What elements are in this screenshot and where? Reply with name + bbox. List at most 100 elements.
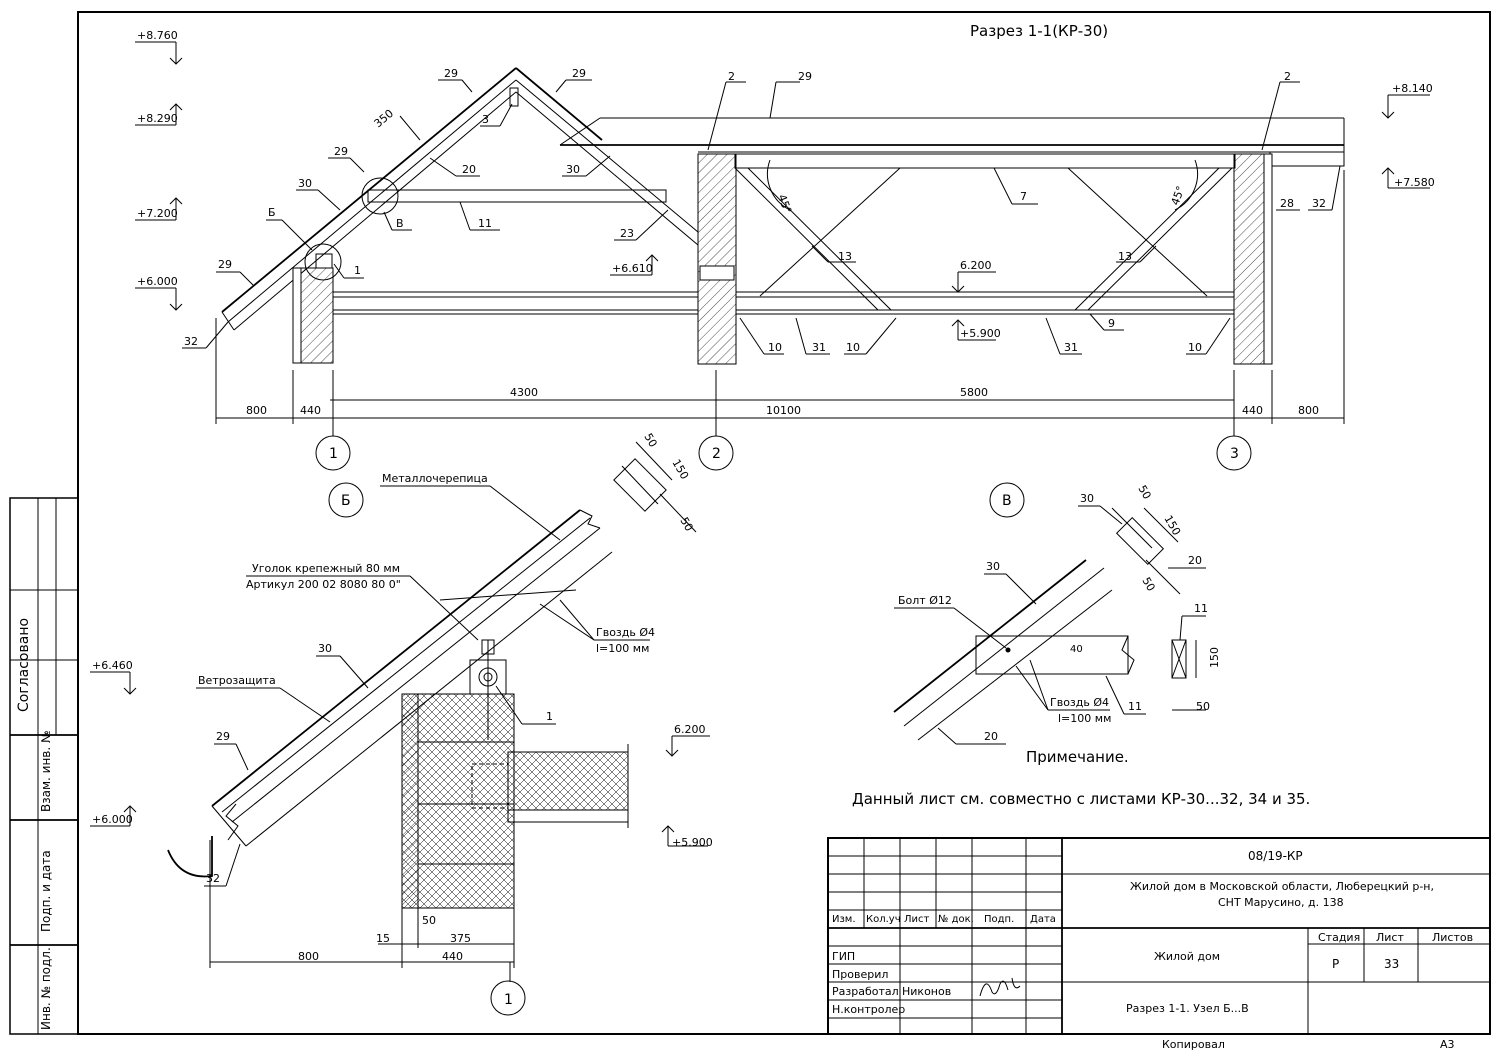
elevation-marks: +8.760 +8.290 +7.200 +6.000 +6.610 +8.14… — [135, 29, 1435, 341]
grid-axes: 1 2 3 — [315, 424, 1252, 471]
node-v-marker: В — [1002, 493, 1012, 509]
node-v-d40: 40 — [1070, 644, 1083, 655]
tb-developed: Разработал — [832, 985, 899, 998]
node-b-dim-440: 440 — [442, 950, 463, 963]
callout-29-b: 29 — [572, 67, 586, 80]
callout-10-c: 10 — [1188, 341, 1202, 354]
node-v-sec11-150: 150 — [1208, 647, 1221, 668]
elev-7200: +7.200 — [137, 207, 178, 220]
callout-v-marker: В — [396, 217, 404, 230]
node-b-c1: 1 — [546, 710, 553, 723]
tb-norm: Н.контролер — [832, 1003, 905, 1016]
tb-col-list: Лист — [904, 914, 930, 925]
node-v-sec30: 30 — [1080, 492, 1094, 505]
callout-20: 20 — [462, 163, 476, 176]
tb-doc-code: 08/19-КР — [1248, 849, 1303, 863]
callout-2-a: 2 — [728, 70, 735, 83]
node-b-wind: Ветрозащита — [198, 674, 276, 687]
tb-col-data: Дата — [1030, 914, 1056, 925]
node-v-c11: 11 — [1128, 700, 1142, 713]
node-b-sec-150: 150 — [669, 457, 691, 482]
node-b: Б Металлочерепица 50 15 — [90, 431, 713, 1016]
title-block: Изм. Кол.уч Лист № док. Подп. Дата ГИП П… — [827, 837, 1491, 1051]
elev-6610: +6.610 — [612, 262, 653, 275]
tb-gip: ГИП — [832, 950, 855, 963]
tb-col-kol: Кол.уч — [866, 914, 901, 925]
node-v-nail-2: l=100 мм — [1058, 712, 1111, 725]
callout-10-b: 10 — [846, 341, 860, 354]
callouts-main: 29 29 29 29 29 350 3 20 30 30 Б В 11 23 … — [182, 67, 1341, 355]
callout-30-a: 30 — [298, 177, 312, 190]
axis-3: 3 — [1230, 446, 1239, 462]
tb-sheet-no: 33 — [1384, 957, 1399, 971]
tb-sheet-title: Разрез 1-1. Узел Б...В — [1126, 1002, 1249, 1015]
gable-roof — [221, 67, 699, 331]
elev-8290: +8.290 — [137, 112, 178, 125]
callout-11: 11 — [478, 217, 492, 230]
dim-440-left: 440 — [300, 404, 321, 417]
tb-object: Жилой дом — [1154, 950, 1220, 963]
binding-strip: Согласовано Взам. инв. № Подп. и дата Ин… — [9, 497, 79, 1035]
detail-v-circle — [361, 177, 399, 215]
node-b-sec-50a: 50 — [641, 431, 659, 450]
callout-13-b: 13 — [1118, 250, 1132, 263]
inv-replace-label: Взам. инв. № — [39, 731, 53, 812]
callout-23: 23 — [620, 227, 634, 240]
node-b-elev-6200: 6.200 — [674, 723, 706, 736]
node-v-nail-1: Гвоздь Ø4 — [1050, 696, 1109, 709]
tb-lists-header: Листов — [1432, 931, 1473, 944]
elev-6000: +6.000 — [137, 275, 178, 288]
callout-32-a: 32 — [184, 335, 198, 348]
node-v-sec-150: 150 — [1161, 513, 1183, 538]
tb-col-podp: Подп. — [984, 914, 1014, 925]
node-b-roofing: Металлочерепица — [382, 472, 488, 485]
callout-b-marker: Б — [268, 206, 276, 219]
node-v-sec-50b: 50 — [1139, 575, 1157, 594]
node-b-elev-6460: +6.460 — [92, 659, 133, 672]
sign-date-label: Подп. и дата — [39, 850, 53, 932]
angle-left-label: 45° — [775, 193, 794, 216]
node-v-sec11-50: 50 — [1196, 700, 1210, 713]
node-b-nail-1: Гвоздь Ø4 — [596, 626, 655, 639]
node-b-c32: 32 — [206, 872, 220, 885]
node-b-axis: 1 — [504, 992, 513, 1008]
tb-col-ndok: № док. — [938, 914, 974, 925]
elev-7580: +7.580 — [1394, 176, 1435, 189]
dim-800-right: 800 — [1298, 404, 1319, 417]
floor-slab — [332, 291, 1235, 315]
node-v-sec20: 20 — [1188, 554, 1202, 567]
elev-5900: +5.900 — [960, 327, 1001, 340]
node-b-dim-50: 50 — [422, 914, 436, 927]
tb-project-2: СНТ Марусино, д. 138 — [1218, 896, 1344, 909]
tb-developer: Никонов — [902, 985, 951, 998]
dim-800-left: 800 — [246, 404, 267, 417]
tb-format: A3 — [1440, 1038, 1455, 1051]
agreed-label: Согласовано — [16, 618, 32, 712]
node-v: В 40 30 50 150 20 50 11 150 50 Болт Ø12 … — [893, 482, 1221, 745]
tb-checked: Проверил — [832, 968, 888, 981]
node-v-sec11: 11 — [1194, 602, 1208, 615]
elev-8140: +8.140 — [1392, 82, 1433, 95]
callout-10-a: 10 — [768, 341, 782, 354]
tb-project-1: Жилой дом в Московской области, Люберецк… — [1130, 880, 1434, 893]
node-v-c20: 20 — [984, 730, 998, 743]
note-title: Примечание. — [1026, 748, 1129, 766]
callout-1: 1 — [354, 264, 361, 277]
callout-29-d: 29 — [218, 258, 232, 271]
dim-440-right: 440 — [1242, 404, 1263, 417]
tb-stage: Р — [1332, 957, 1339, 971]
section-title: Разрез 1-1(КР-30) — [970, 22, 1108, 40]
node-b-sec-50b: 50 — [677, 515, 695, 534]
tb-col-izm: Изм. — [832, 914, 856, 925]
callout-31-a: 31 — [812, 341, 826, 354]
node-v-bolt: Болт Ø12 — [898, 594, 952, 607]
flat-roof: 45° 45° — [559, 117, 1345, 311]
elev-8760: +8.760 — [137, 29, 178, 42]
callout-3: 3 — [482, 113, 489, 126]
callout-28: 28 — [1280, 197, 1294, 210]
tb-stage-header: Стадия — [1318, 931, 1360, 944]
callout-7: 7 — [1020, 190, 1027, 203]
dim-5800: 5800 — [960, 386, 988, 399]
angle-right-label: 45° — [1169, 184, 1188, 207]
